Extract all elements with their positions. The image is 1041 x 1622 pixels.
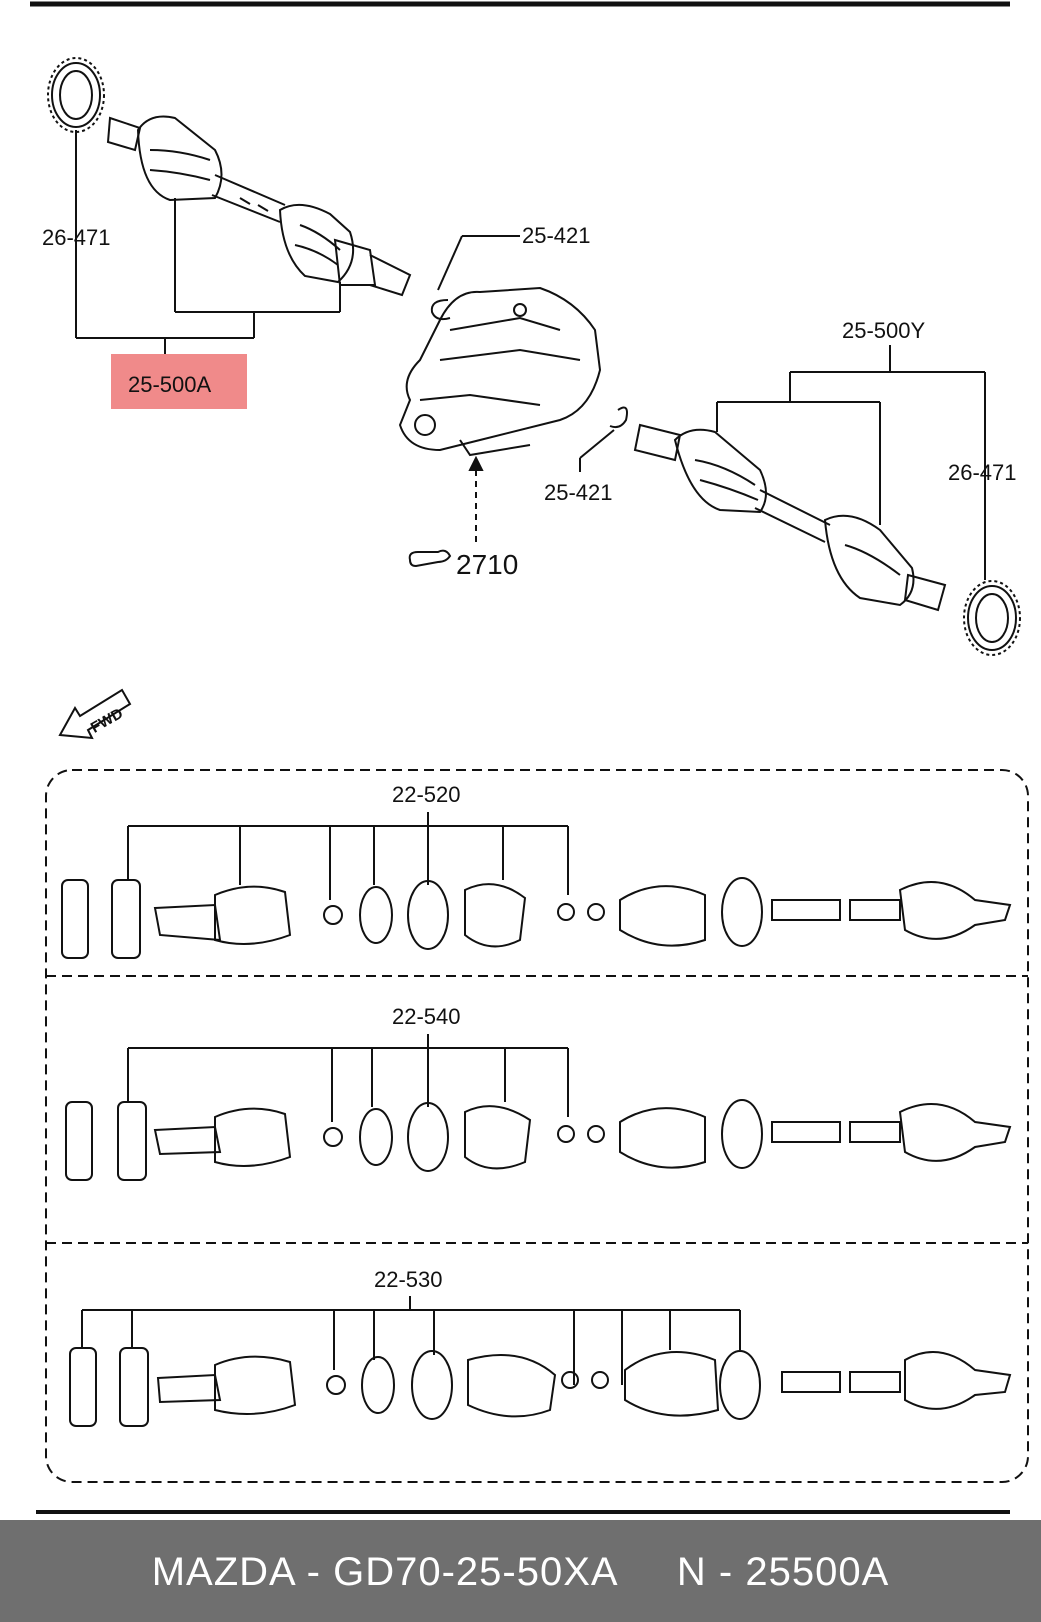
kit-row-22-530 [69,1296,1012,1427]
hand-pointer-icon [408,549,452,568]
callout-25-500y: 25-500Y [842,318,926,343]
part-number-footer: MAZDA - GD70-25-50XA N - 25500A [0,1520,1041,1622]
left-driveshaft-assembly [47,57,412,354]
kit-label-22-540: 22-540 [392,1004,461,1029]
callout-26-471-left: 26-471 [42,225,111,250]
callout-2710: 2710 [456,549,518,580]
abs-ring-left [47,57,105,133]
callout-25-500a: 25-500A [128,372,212,397]
highlight-box-25-500a [111,354,247,409]
footer-part-number-text: MAZDA - GD70-25-50XA N - 25500A [151,1550,890,1594]
kit-box-outline [45,769,1029,1483]
snap-ring-mid [609,406,628,429]
snap-ring-top [430,299,451,321]
callout-25-421-mid: 25-421 [544,480,613,505]
kit-label-22-530: 22-530 [374,1267,443,1292]
callout-25-421-top: 25-421 [522,223,591,248]
right-driveshaft-assembly [633,345,1021,656]
differential-housing [398,286,602,545]
kit-row-22-540 [65,1034,1012,1181]
leader-25-421-top [437,235,463,291]
kit-row-22-520 [61,812,1012,959]
kit-label-22-520: 22-520 [392,782,461,807]
fwd-arrow-icon [58,688,132,740]
callout-26-471-right: 26-471 [948,460,1017,485]
